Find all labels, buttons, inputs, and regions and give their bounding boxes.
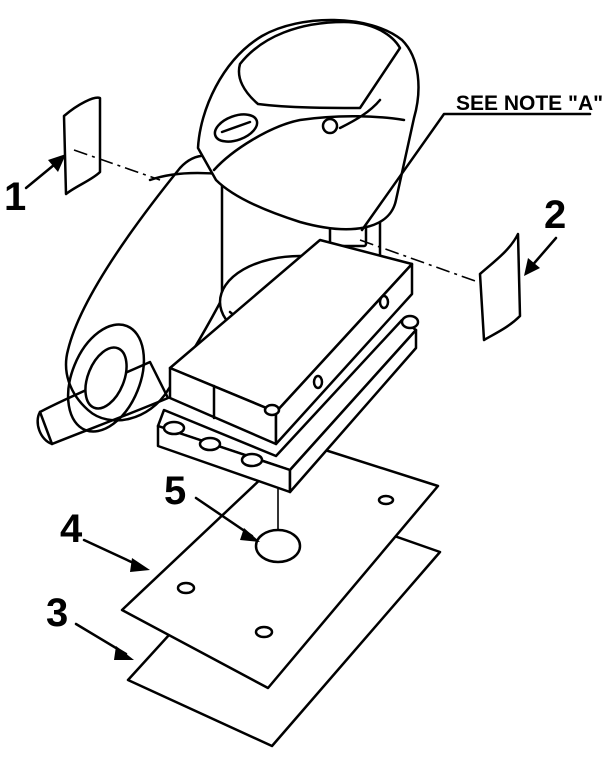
base-screw xyxy=(378,294,390,310)
pad-assembly xyxy=(156,314,420,494)
callout-arrow-4 xyxy=(82,538,150,572)
callout-arrow-2 xyxy=(524,236,558,276)
paper-clip-part-2 xyxy=(478,232,522,342)
handle-housing xyxy=(196,18,420,231)
paper-clip-part-1 xyxy=(62,96,102,196)
cord-boot xyxy=(64,154,268,433)
callout-arrow-1 xyxy=(24,154,66,190)
callout-label-3: 3 xyxy=(46,591,68,635)
plate-hole xyxy=(377,494,395,506)
callout-label-5: 5 xyxy=(164,469,186,513)
note-leader xyxy=(360,112,592,232)
base-screw xyxy=(263,403,281,417)
callout-arrow-5 xyxy=(194,496,260,542)
plate-hole xyxy=(254,625,274,639)
sander-base xyxy=(168,238,414,446)
callout-label-4: 4 xyxy=(60,507,83,551)
leader-line-1 xyxy=(73,149,161,181)
base-screw xyxy=(312,374,324,390)
callout-label-1: 1 xyxy=(4,175,26,219)
handle-screw xyxy=(321,117,339,135)
disc-part-5 xyxy=(254,480,302,564)
callout-label-2: 2 xyxy=(544,193,566,237)
callout-arrow-3 xyxy=(74,622,134,660)
plate-hole xyxy=(176,581,196,595)
leader-line-2 xyxy=(359,239,479,283)
see-note-label: SEE NOTE "A" xyxy=(456,92,603,115)
